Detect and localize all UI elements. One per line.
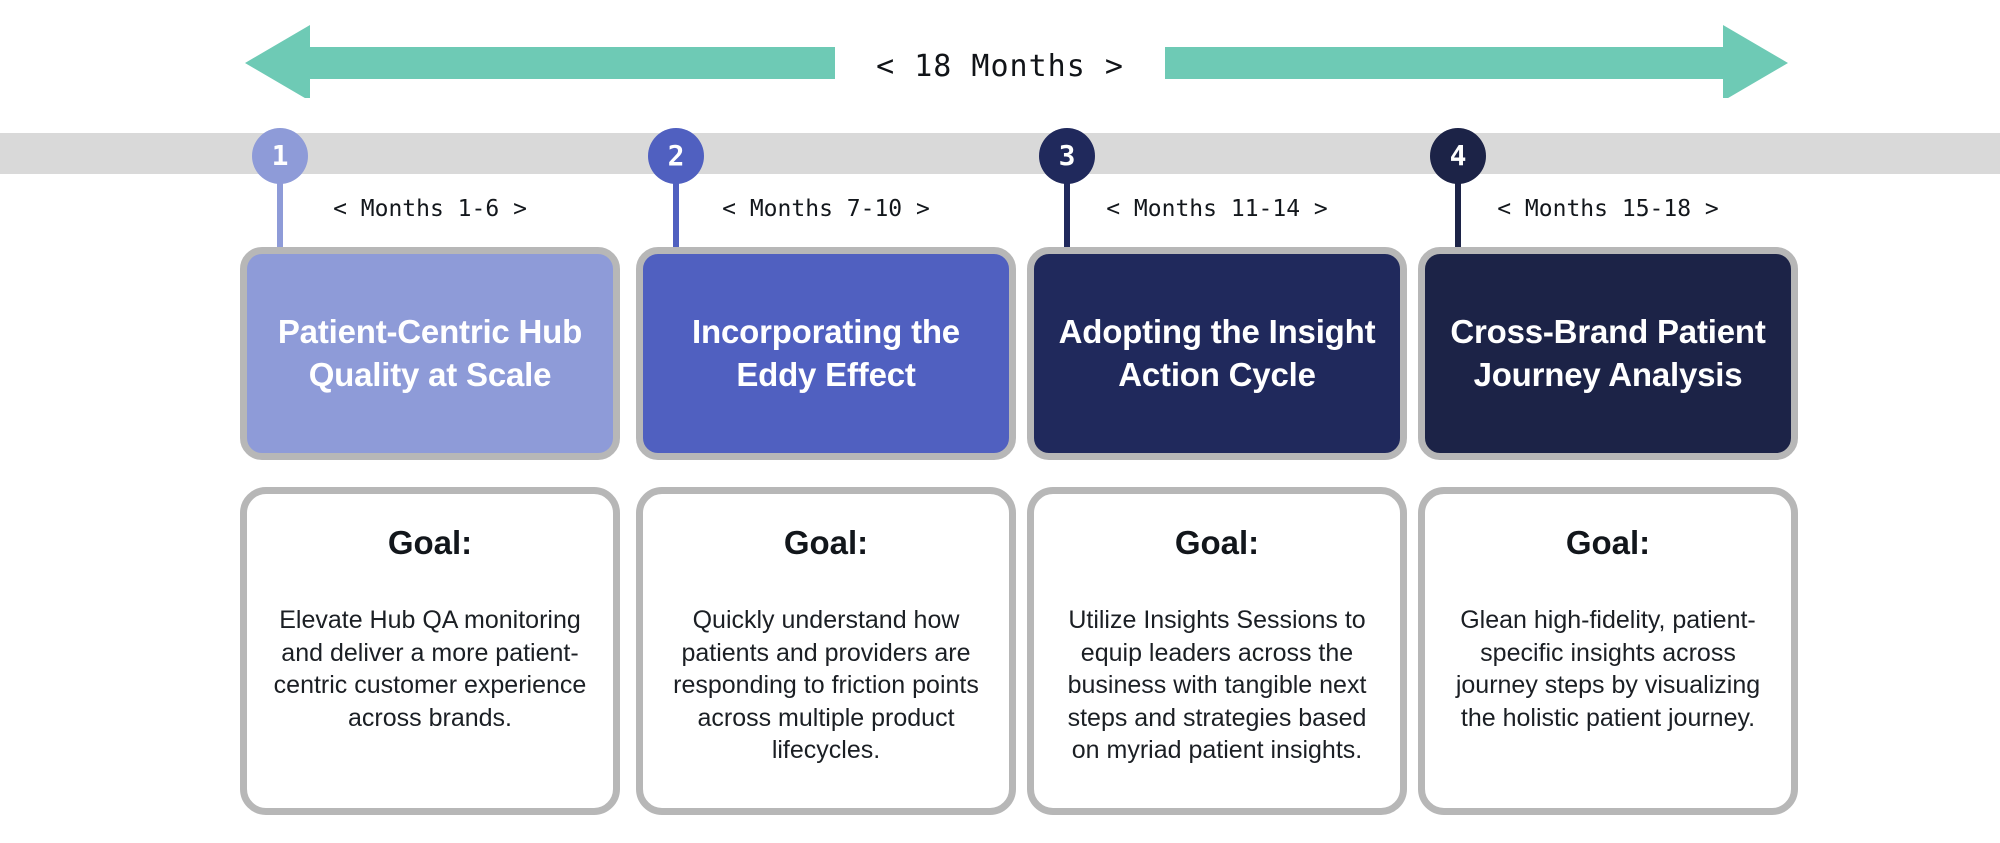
phase-title-card[interactable]: Incorporating the Eddy Effect bbox=[636, 247, 1016, 460]
phase-title-card[interactable]: Cross-Brand Patient Journey Analysis bbox=[1418, 247, 1798, 460]
phase-title: Adopting the Insight Action Cycle bbox=[1058, 313, 1376, 393]
goal-text: Elevate Hub QA monitoring and deliver a … bbox=[273, 606, 587, 732]
pin-number-badge: 1 bbox=[252, 128, 308, 184]
goal-text: Glean high-fidelity, patient-specific in… bbox=[1455, 606, 1761, 732]
phase-title-card[interactable]: Adopting the Insight Action Cycle bbox=[1027, 247, 1407, 460]
phase-title: Patient-Centric Hub Quality at Scale bbox=[277, 313, 583, 393]
phase-title: Incorporating the Eddy Effect bbox=[692, 313, 960, 393]
pin-stem bbox=[277, 154, 283, 258]
phase-pin-4[interactable]: 4 bbox=[1430, 128, 1486, 258]
goal-heading: Goal: bbox=[1565, 524, 1651, 561]
phase-months-label: < Months 1-6 > bbox=[333, 196, 527, 222]
pin-number-badge: 3 bbox=[1039, 128, 1095, 184]
phase-pin-3[interactable]: 3 bbox=[1039, 128, 1095, 258]
pin-number-badge: 4 bbox=[1430, 128, 1486, 184]
phase-title-card[interactable]: Patient-Centric Hub Quality at Scale bbox=[240, 247, 620, 460]
phase-goal-card[interactable]: Goal: Utilize Insights Sessions to equip… bbox=[1027, 487, 1407, 815]
goal-text: Quickly understand how patients and prov… bbox=[673, 606, 979, 764]
goal-heading: Goal: bbox=[387, 524, 473, 561]
phase-goal-card[interactable]: Goal: Glean high-fidelity, patient-speci… bbox=[1418, 487, 1798, 815]
phase-title: Cross-Brand Patient Journey Analysis bbox=[1450, 313, 1766, 393]
phase-pin-1[interactable]: 1 bbox=[252, 128, 308, 258]
duration-arrow-graphic bbox=[245, 25, 1788, 98]
duration-arrow-row: < 18 Months > bbox=[0, 14, 2000, 98]
duration-label: < 18 Months > bbox=[876, 49, 1124, 84]
phase-months-label: < Months 15-18 > bbox=[1497, 196, 1719, 222]
pin-number-badge: 2 bbox=[648, 128, 704, 184]
timeline-track bbox=[0, 133, 2000, 174]
goal-heading: Goal: bbox=[1174, 524, 1260, 561]
phase-months-label: < Months 11-14 > bbox=[1106, 196, 1328, 222]
arrow-right-icon bbox=[1165, 25, 1788, 98]
goal-text: Utilize Insights Sessions to equip leade… bbox=[1067, 606, 1367, 764]
goal-heading: Goal: bbox=[783, 524, 869, 561]
phase-months-label: < Months 7-10 > bbox=[722, 196, 930, 222]
pin-stem bbox=[1064, 154, 1070, 258]
arrow-left-icon bbox=[245, 25, 835, 98]
pin-stem bbox=[1455, 154, 1461, 258]
phase-goal-card[interactable]: Goal: Quickly understand how patients an… bbox=[636, 487, 1016, 815]
pin-stem bbox=[673, 154, 679, 258]
phase-pin-2[interactable]: 2 bbox=[648, 128, 704, 258]
phase-goal-card[interactable]: Goal: Elevate Hub QA monitoring and deli… bbox=[240, 487, 620, 815]
